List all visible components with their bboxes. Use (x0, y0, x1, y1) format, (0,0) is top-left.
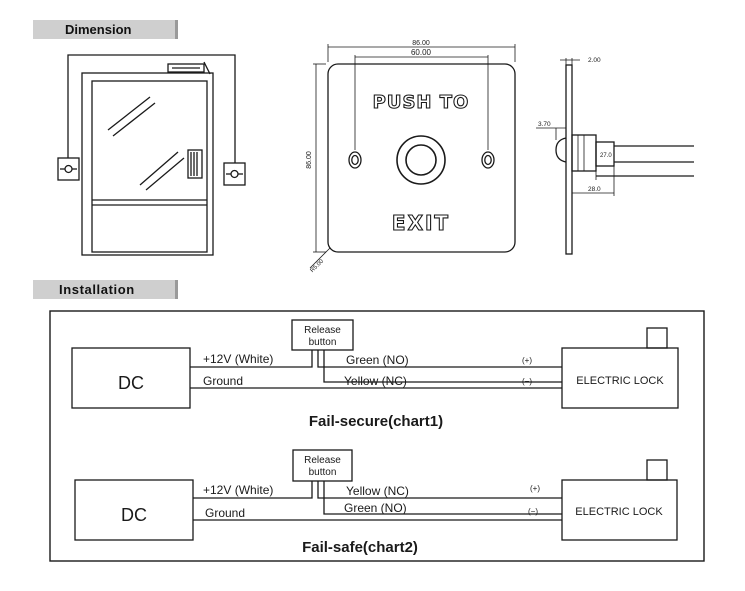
dim-bezel-label: 3.70 (538, 121, 551, 128)
chart1-positive-wire (190, 350, 313, 368)
glass-reflection (139, 151, 179, 186)
exit-button-left-icon (57, 157, 80, 181)
chart1-electric-lock-box (561, 347, 679, 409)
chart2-release-label: Release (304, 455, 341, 466)
chart1-polarity-negative: (−) (522, 377, 532, 386)
switch-rear (595, 141, 615, 167)
side-view-drawing (536, 58, 694, 255)
chart2-lower-contact-wire (323, 481, 562, 515)
installation-panel (49, 310, 705, 562)
cable-loop (67, 54, 236, 163)
chart1-lock-top-block (646, 327, 668, 349)
chart1-electric-lock-label: ELECTRIC LOCK (576, 375, 664, 387)
door-frame (81, 72, 214, 256)
chart2-polarity-positive: (+) (530, 484, 540, 493)
chart1-ground-label: Ground (203, 374, 243, 388)
dim-corner-label: R5.00 (310, 258, 326, 274)
chart1-lower-contact-label: Yellow (NC) (344, 374, 407, 388)
chart1-lower-contact-wire (323, 350, 562, 383)
chart1-polarity-positive: (+) (522, 356, 532, 365)
chart2-dc-box (74, 479, 194, 541)
chart2-polarity-negative: (−) (528, 507, 538, 516)
chart2-button-label: button (309, 467, 337, 478)
chart2-positive-wire-label: +12V (White) (203, 483, 273, 497)
door-installation-illustration (57, 54, 246, 256)
chart2-upper-contact-wire (317, 481, 562, 499)
chart2-positive-wire (193, 481, 313, 499)
screw-hole-left (348, 151, 362, 169)
screw-hole-right (481, 151, 495, 169)
screw-hole-right-inner (484, 154, 492, 166)
chart2-dc-label: DC (121, 505, 147, 525)
plate-text-exit: EXIT (392, 211, 450, 235)
chart2-lower-contact-label: Green (NO) (344, 501, 407, 515)
chart1-caption: Fail-secure(chart1) (309, 413, 443, 430)
dim-height-label: 86.00 (306, 151, 313, 169)
dimension-section-tab: Dimension (33, 20, 178, 39)
dim-body-height-label: 27.0 (600, 153, 612, 159)
screw-hole-left-inner (351, 154, 359, 166)
chart1-dc-box (71, 347, 191, 409)
chart2-lock-top-block (646, 459, 668, 481)
front-view-drawing (309, 44, 516, 269)
chart1-release-button-box (291, 319, 354, 351)
chart1-button-label: button (309, 337, 337, 348)
dim-outer-width-label: 86.00 (412, 40, 430, 47)
chart1-wiring (71, 319, 679, 409)
dim-corner-leader (309, 247, 331, 269)
dim-plate-thickness-label: 2.00 (588, 57, 601, 64)
dim-body-length-label: 28.0 (588, 186, 601, 193)
side-bezel (555, 137, 567, 163)
glass-reflection (107, 96, 151, 131)
chart2-ground-label: Ground (205, 506, 245, 520)
installation-section-tab: Installation (33, 280, 178, 299)
chart2-release-button-box (292, 449, 353, 482)
chart2-upper-contact-label: Yellow (NC) (346, 484, 409, 498)
glass-reflection (145, 157, 185, 191)
side-plate (565, 64, 573, 255)
chart2-electric-lock-label: ELECTRIC LOCK (575, 506, 663, 518)
glass-reflection (112, 102, 156, 137)
chart1-upper-contact-label: Green (NO) (346, 353, 409, 367)
chart1-dc-label: DC (118, 373, 144, 393)
chart2-wiring (74, 449, 678, 541)
dim-hole-spacing-label: 60.00 (411, 48, 432, 57)
chart1-release-label: Release (304, 325, 341, 336)
chart2-caption: Fail-safe(chart2) (302, 539, 418, 556)
chart2-electric-lock-box (561, 479, 678, 541)
door-handle (187, 149, 203, 179)
plate-text-push-to: PUSH TO (373, 92, 470, 113)
door-inner-frame (91, 80, 208, 253)
chart1-positive-wire-label: +12V (White) (203, 352, 273, 366)
lock-detail (203, 61, 211, 75)
faceplate-outline (327, 63, 516, 253)
exit-button-right-icon (223, 162, 246, 186)
push-button-cap (405, 144, 437, 176)
chart1-upper-contact-wire (317, 350, 562, 368)
push-button-bezel (396, 135, 446, 185)
